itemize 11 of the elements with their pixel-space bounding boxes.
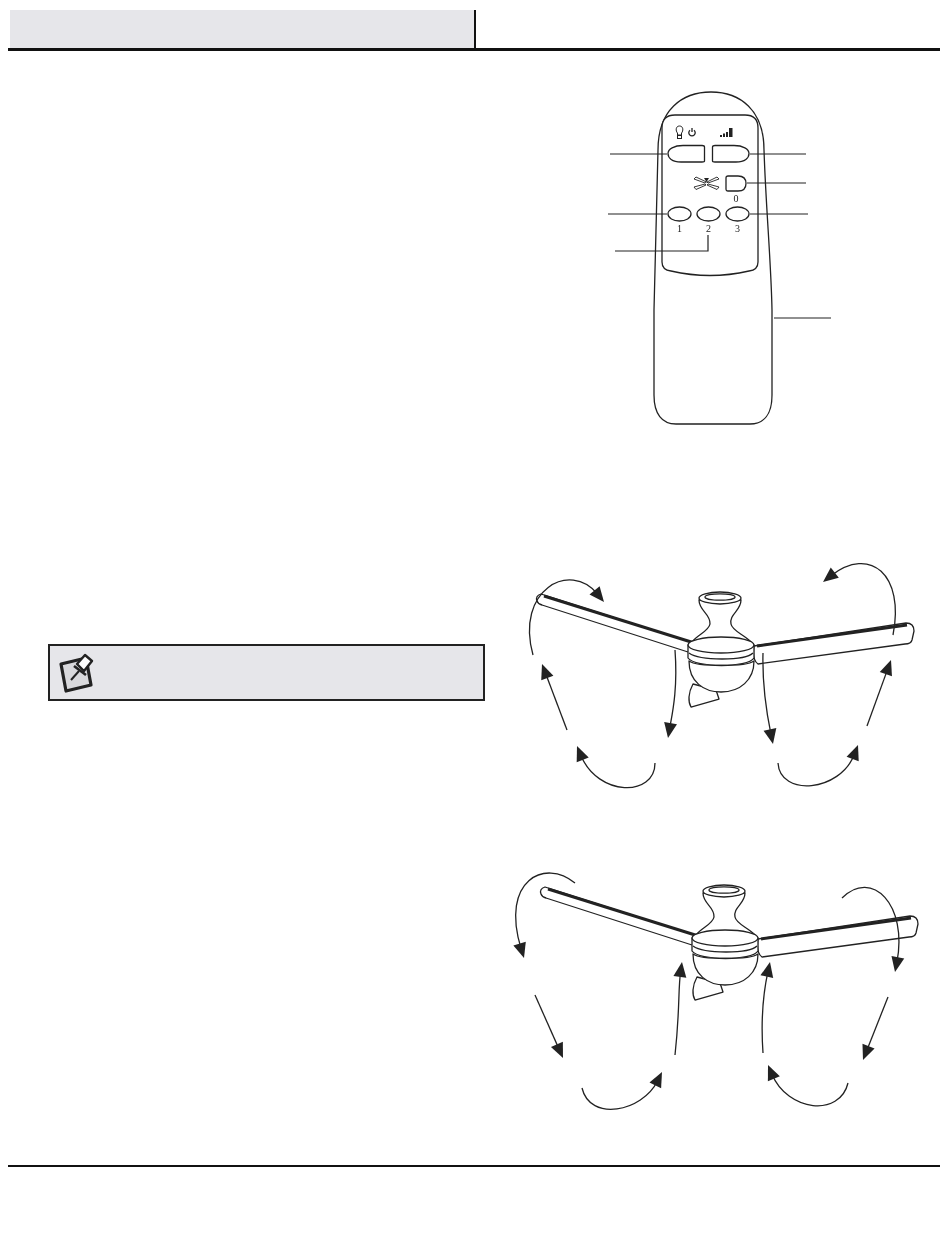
leader-line (773, 317, 832, 319)
button-number: 1 (676, 223, 683, 235)
leader-line (746, 182, 807, 184)
button-number: 2 (705, 223, 712, 235)
leader-line (749, 153, 807, 155)
button-number: 3 (734, 223, 741, 235)
leader-line (607, 213, 668, 215)
leader-line (609, 153, 668, 155)
button-number: 0 (732, 193, 740, 205)
leader-line (614, 234, 709, 252)
leader-line (749, 213, 809, 215)
